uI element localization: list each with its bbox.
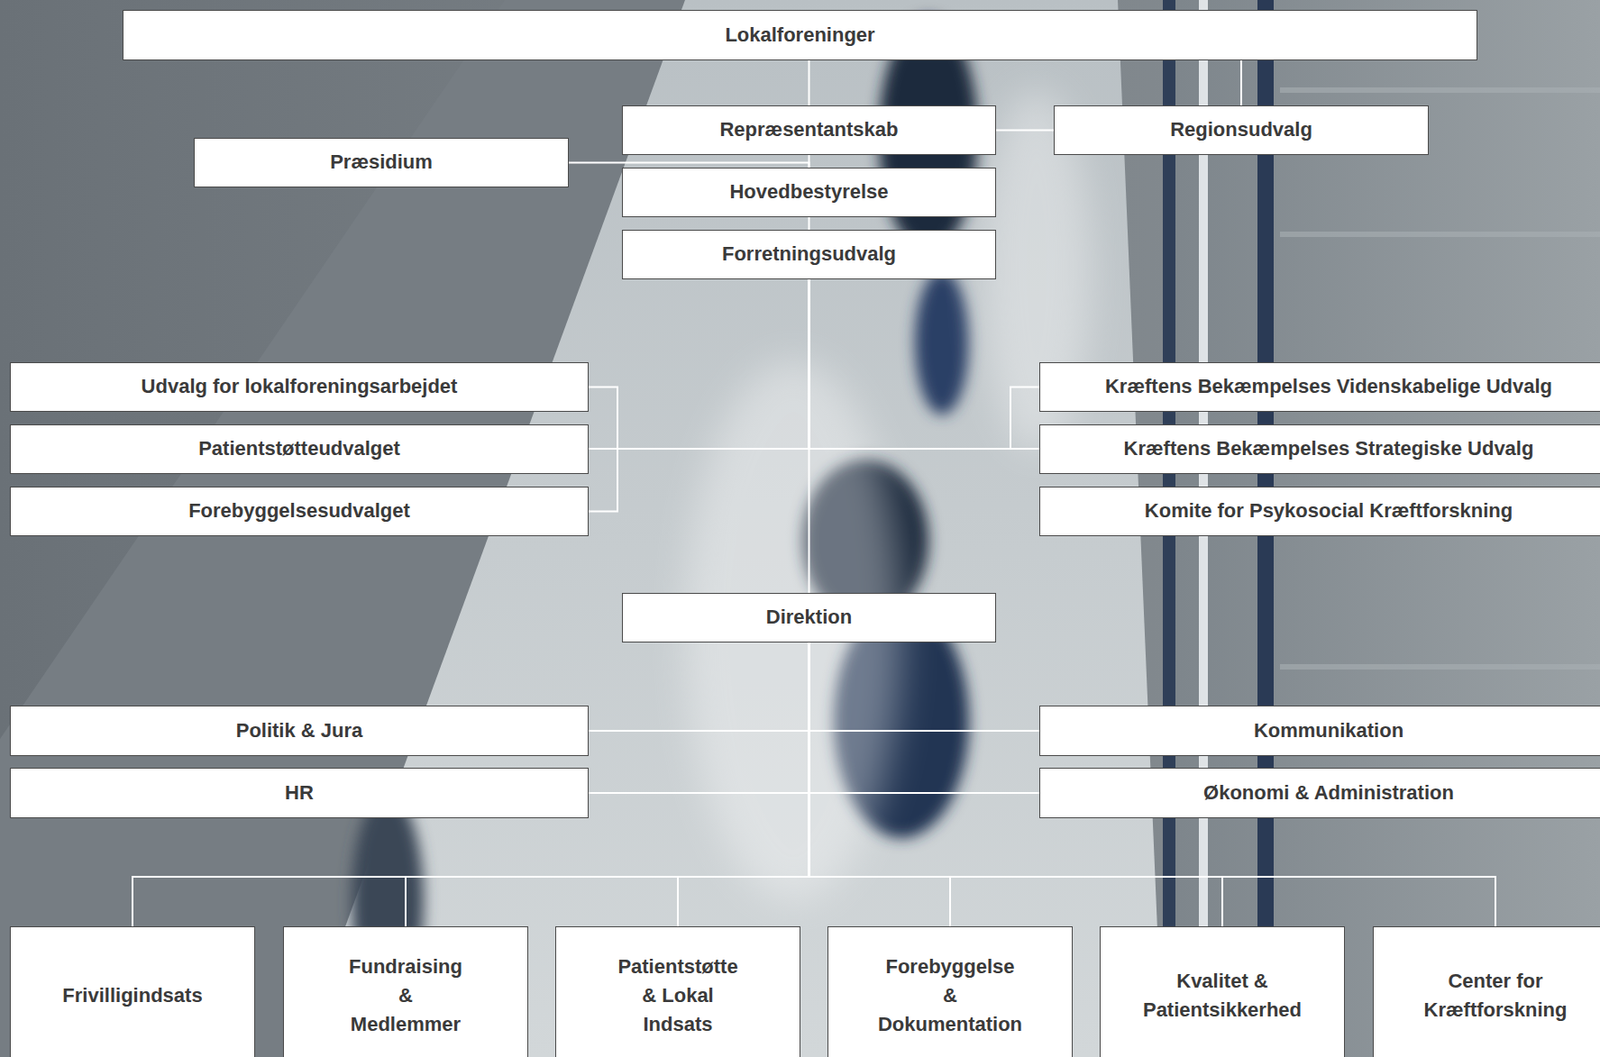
connector (677, 642, 810, 927)
box-label: Kræftens Bekæmpelses Videnskabelige Udva… (1105, 374, 1553, 401)
box-label: Center for Kræftforskning (1424, 967, 1568, 1025)
box-label: HR (284, 780, 314, 807)
box-label: Politik & Jura (236, 718, 364, 745)
box-label: Patientstøtte & Lokal Indsats (617, 952, 738, 1040)
connector (588, 279, 810, 512)
org-box: Politik & Jura (9, 705, 589, 757)
connector (588, 642, 810, 794)
connector (809, 642, 1041, 794)
box-label: Direktion (766, 604, 852, 631)
box-label: Forebyggelse & Dokumentation (877, 952, 1023, 1040)
box-label: Fundraising & Medlemmer (348, 952, 463, 1040)
connector (1240, 60, 1243, 106)
connector (809, 642, 951, 927)
org-box: Repræsentantskab (621, 105, 997, 156)
box-label: Forretningsudvalg (722, 241, 896, 268)
connector (588, 279, 810, 449)
box-label: Repræsentantskab (719, 117, 898, 144)
connector (808, 217, 811, 230)
connector (809, 279, 1041, 449)
org-box: Kræftens Bekæmpelses Strategiske Udvalg (1039, 424, 1600, 475)
box-label: Kommunikation (1253, 718, 1404, 745)
org-box: Frivilligindsats (9, 926, 256, 1057)
connector (809, 279, 1041, 449)
box-label: Lokalforeninger (724, 22, 875, 49)
box-label: Økonomi & Administration (1203, 780, 1454, 807)
org-box: Center for Kræftforskning (1372, 926, 1600, 1057)
org-box: Kommunikation (1039, 705, 1600, 757)
org-box: Regionsudvalg (1053, 105, 1429, 156)
box-label: Hovedbestyrelse (729, 179, 888, 206)
org-box: Økonomi & Administration (1039, 768, 1600, 819)
box-label: Regionsudvalg (1170, 117, 1313, 144)
org-box: Forebyggelse & Dokumentation (827, 926, 1073, 1057)
org-box: Kræftens Bekæmpelses Videnskabelige Udva… (1039, 362, 1600, 412)
org-box: Forretningsudvalg (621, 229, 997, 280)
box-label: Frivilligindsats (62, 981, 202, 1011)
box-label: Forebyggelsesudvalget (188, 498, 411, 525)
box-label: Komite for Psykosocial Kræftforskning (1144, 498, 1513, 525)
org-box: Forebyggelsesudvalget (9, 486, 589, 537)
org-box: Udvalg for lokalforeningsarbejdet (9, 362, 589, 412)
box-label: Præsidium (329, 149, 433, 176)
org-box: HR (9, 768, 589, 819)
org-box: Direktion (621, 593, 997, 643)
org-box: Patientstøtteudvalget (9, 424, 589, 475)
box-label: Kvalitet & Patientsikkerhed (1142, 967, 1302, 1025)
box-label: Kræftens Bekæmpelses Strategiske Udvalg (1124, 436, 1535, 463)
connector (808, 60, 811, 106)
connector (996, 129, 1054, 132)
connector (588, 279, 810, 449)
box-label: Udvalg for lokalforeningsarbejdet (141, 374, 458, 401)
org-box: Præsidium (193, 137, 569, 188)
org-box: Patientstøtte & Lokal Indsats (555, 926, 801, 1057)
org-box: Fundraising & Medlemmer (283, 926, 529, 1057)
box-label: Patientstøtteudvalget (198, 436, 401, 463)
connector (809, 642, 1041, 732)
connector (808, 155, 811, 168)
connector (808, 279, 811, 594)
org-box: Hovedbestyrelse (621, 167, 997, 218)
org-box: Kvalitet & Patientsikkerhed (1099, 926, 1345, 1057)
org-box: Lokalforeninger (122, 9, 1478, 61)
org-box: Komite for Psykosocial Kræftforskning (1039, 486, 1600, 537)
connector (588, 642, 810, 732)
